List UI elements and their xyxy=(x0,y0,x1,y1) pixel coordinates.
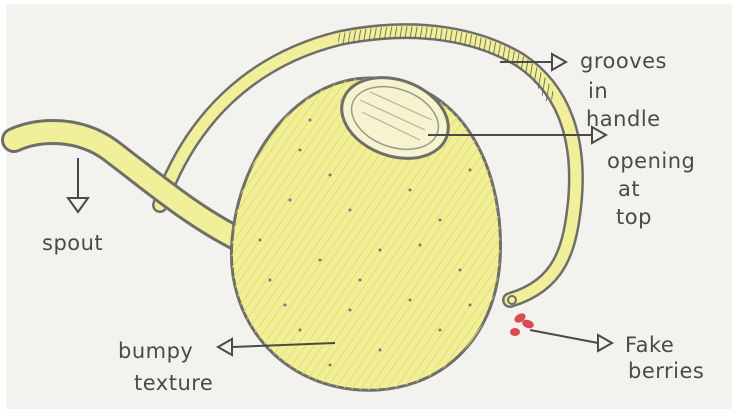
label-berries-line1: Fake xyxy=(625,333,674,357)
label-opening-line3: top xyxy=(616,205,652,229)
label-bumpy-line1: bumpy xyxy=(118,339,193,363)
label-grooves-line3: handle xyxy=(586,107,661,131)
label-berries-line2: berries xyxy=(628,359,704,383)
label-spout: spout xyxy=(42,231,103,255)
label-bumpy-line2: texture xyxy=(134,371,213,395)
label-grooves-line1: grooves xyxy=(580,49,667,73)
label-opening-line2: at xyxy=(618,177,640,201)
label-grooves-line2: in xyxy=(588,79,608,103)
label-opening-line1: opening xyxy=(607,149,695,173)
